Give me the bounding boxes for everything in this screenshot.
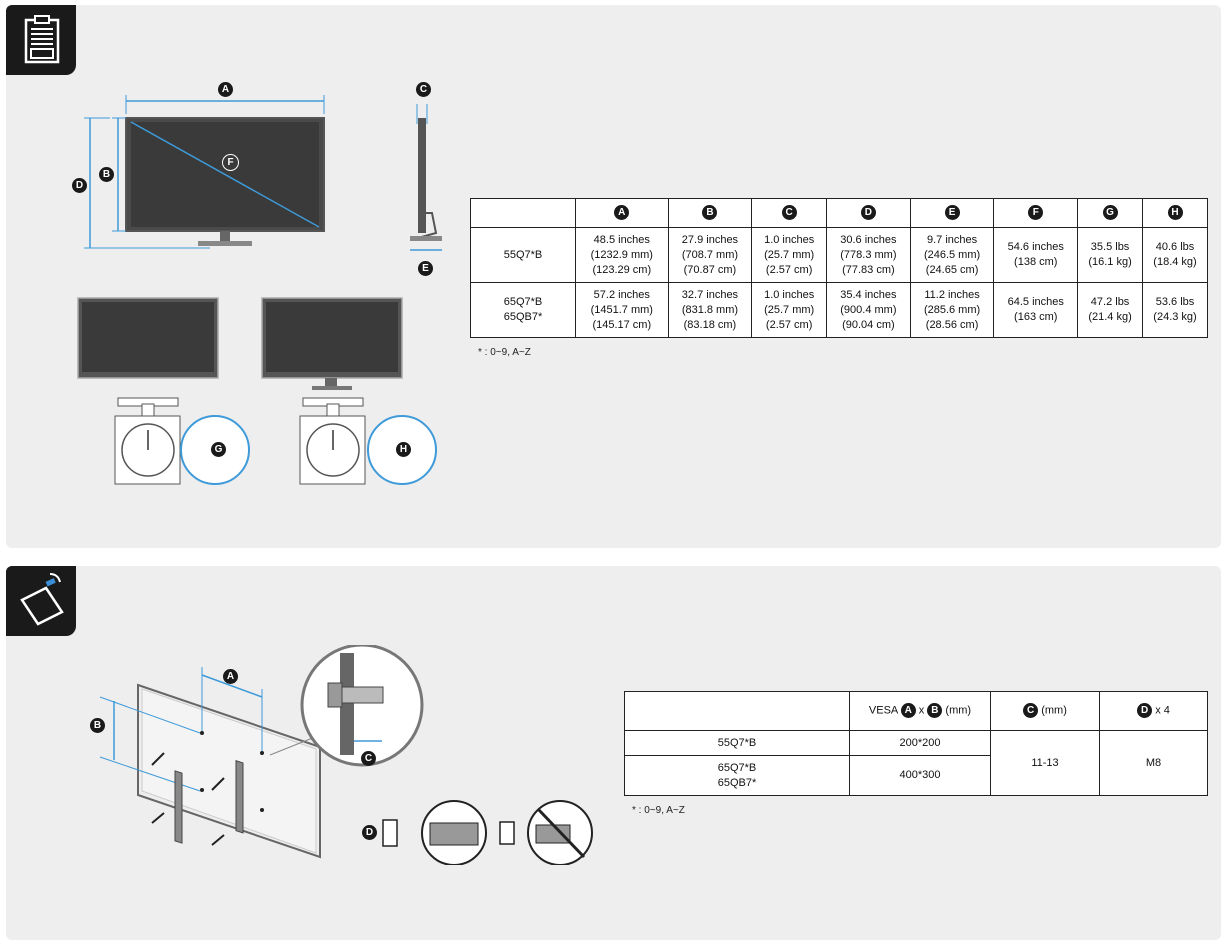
footnote-wall-mount: * : 0~9, A~Z <box>632 805 685 816</box>
d-badge: D <box>1137 703 1153 719</box>
vesa-cell: 200*200 <box>849 730 991 756</box>
value-cell: 48.5 inches(1232.9 mm)(123.29 cm) <box>575 227 669 283</box>
table-row: 55Q7*B 200*200 11-13 M8 <box>624 730 1208 796</box>
value-cell: 53.6 lbs(24.3 kg) <box>1142 282 1208 338</box>
header-h: H <box>1167 205 1183 221</box>
wall-mount-diagram <box>99 645 593 865</box>
value-cell: 9.7 inches(246.5 mm)(24.65 cm) <box>909 227 995 283</box>
wall-mount-icon <box>6 566 76 636</box>
value-cell: 30.6 inches(778.3 mm)(77.83 cm) <box>826 227 911 283</box>
tv-front-view <box>125 117 325 246</box>
label-c: C <box>416 82 431 97</box>
vesa-a-badge: A <box>900 703 916 719</box>
header-f: F <box>1028 205 1044 221</box>
table-header-row: VESA A x B (mm) C (mm) D x 4 <box>624 691 1208 731</box>
label-e: E <box>418 261 433 276</box>
weight-scale-g <box>77 297 250 485</box>
value-cell: 40.6 lbs(18.4 kg) <box>1142 227 1208 283</box>
table-row: 55Q7*B 48.5 inches(1232.9 mm)(123.29 cm)… <box>470 227 1208 283</box>
header-c: C <box>781 205 797 221</box>
clipboard-specs-icon <box>6 5 76 75</box>
screw-type-cell: M8 <box>1099 730 1208 796</box>
label-a: A <box>218 82 233 97</box>
mount-label-a: A <box>223 669 238 684</box>
label-b: B <box>99 167 114 182</box>
value-cell: 54.6 inches(138 cm) <box>993 227 1079 283</box>
value-cell: 1.0 inches(25.7 mm)(2.57 cm) <box>751 227 828 283</box>
header-e: E <box>944 205 960 221</box>
c-badge: C <box>1023 703 1039 719</box>
value-cell: 35.4 inches(900.4 mm)(90.04 cm) <box>826 282 911 338</box>
value-cell: 11.2 inches(285.6 mm)(28.56 cm) <box>909 282 995 338</box>
tv-dimensions-diagram <box>77 95 442 485</box>
mount-label-b: B <box>90 718 105 733</box>
tv-side-view <box>410 118 442 241</box>
model-cell: 55Q7*B <box>470 227 576 283</box>
wall-mount-table: VESA A x B (mm) C (mm) D x 4 55Q7*B 200*… <box>624 691 1208 796</box>
header-a: A <box>614 205 630 221</box>
weight-scale-h <box>261 297 437 485</box>
value-cell: 47.2 lbs(21.4 kg) <box>1077 282 1144 338</box>
screw-correct <box>382 800 487 865</box>
model-cell: 55Q7*B <box>624 730 850 756</box>
label-g: G <box>211 442 226 457</box>
label-h: H <box>396 442 411 457</box>
screw-incorrect <box>499 800 593 865</box>
table-header-row: A B C D E F G H <box>470 198 1208 228</box>
value-cell: 32.7 inches(831.8 mm)(83.18 cm) <box>667 282 753 338</box>
vesa-cell: 400*300 <box>849 755 991 796</box>
screw-length-cell: 11-13 <box>990 730 1100 796</box>
dimensions-table: A B C D E F G H 55Q7*B 48.5 inches(1232.… <box>470 198 1208 338</box>
label-f: F <box>222 154 239 171</box>
header-g: G <box>1102 205 1118 221</box>
mount-label-d: D <box>362 825 377 840</box>
value-cell: 1.0 inches(25.7 mm)(2.57 cm) <box>751 282 828 338</box>
header-d: D <box>860 205 876 221</box>
value-cell: 35.5 lbs(16.1 kg) <box>1077 227 1144 283</box>
value-cell: 27.9 inches(708.7 mm)(70.87 cm) <box>667 227 753 283</box>
vesa-b-badge: B <box>927 703 943 719</box>
value-cell: 64.5 inches(163 cm) <box>993 282 1079 338</box>
mount-label-c: C <box>361 751 376 766</box>
label-d: D <box>72 178 87 193</box>
header-b: B <box>702 205 718 221</box>
footnote-dimensions: * : 0~9, A~Z <box>478 347 531 358</box>
value-cell: 57.2 inches(1451.7 mm)(145.17 cm) <box>575 282 669 338</box>
